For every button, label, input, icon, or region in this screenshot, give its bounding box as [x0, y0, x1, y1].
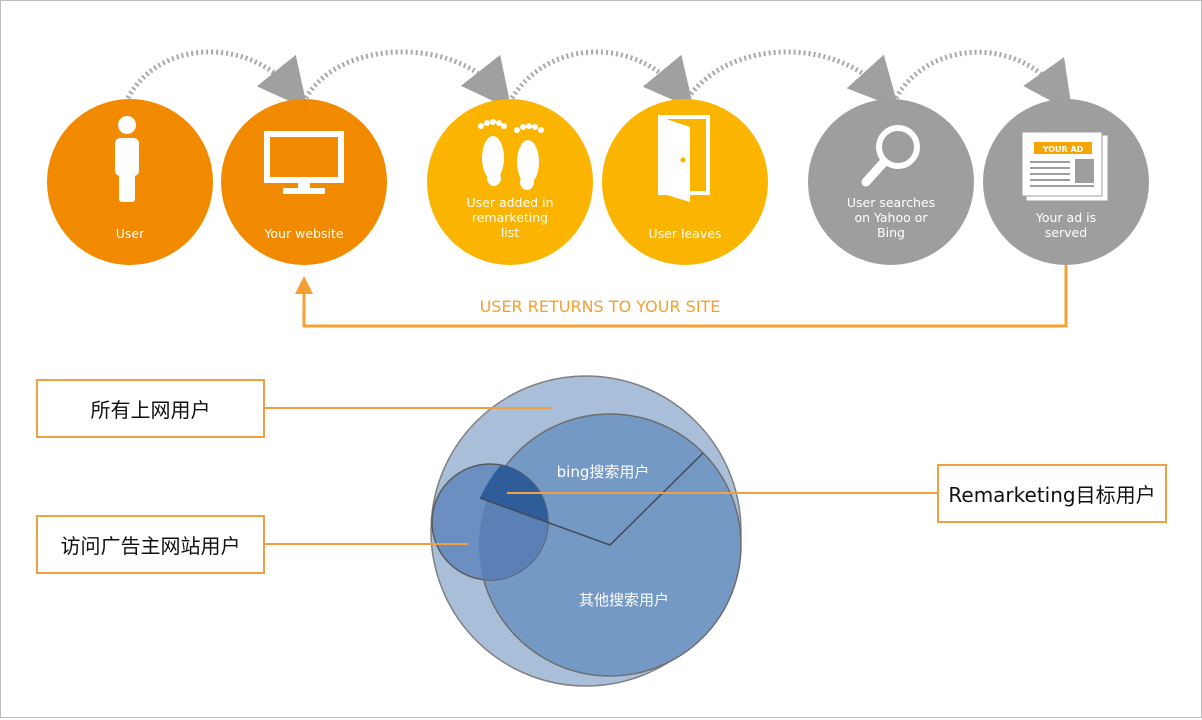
venn-connectors	[264, 407, 938, 545]
flow-steps	[47, 99, 1149, 265]
flow-arrow-4	[685, 49, 899, 109]
step-label-user: User	[116, 226, 145, 241]
magnifier-icon	[861, 125, 920, 187]
flow-arrows	[125, 49, 1073, 113]
venn-bing-label: bing搜索用户	[557, 463, 650, 481]
monitor-icon	[264, 131, 344, 194]
venn-other-label: 其他搜索用户	[579, 591, 669, 609]
step-circle-user-searches	[808, 99, 974, 265]
step-label-website: Your website	[263, 226, 343, 241]
person-icon	[115, 116, 139, 202]
step-label-user-leaves: User leaves	[649, 226, 722, 241]
venn-diagram	[430, 375, 742, 687]
flow-arrow-1	[125, 49, 308, 110]
ad-badge: YOUR AD	[1042, 145, 1084, 154]
step-circle-remarketing-list	[427, 99, 593, 265]
label-all-users: 所有上网用户	[36, 379, 265, 438]
flow-arrow-5	[893, 49, 1073, 113]
newspaper-icon	[1021, 131, 1108, 201]
footprints-icon	[478, 119, 544, 190]
return-arrow	[295, 265, 1068, 328]
venn-divider-lines	[479, 452, 704, 546]
flow-arrow-2	[303, 49, 512, 110]
label-remarketing-target: Remarketing目标用户	[937, 464, 1167, 523]
flow-arrow-3	[509, 49, 694, 110]
label-site-visitors: 访问广告主网站用户	[36, 515, 265, 574]
return-label: USER RETURNS TO YOUR SITE	[480, 297, 721, 316]
door-icon	[658, 115, 710, 202]
